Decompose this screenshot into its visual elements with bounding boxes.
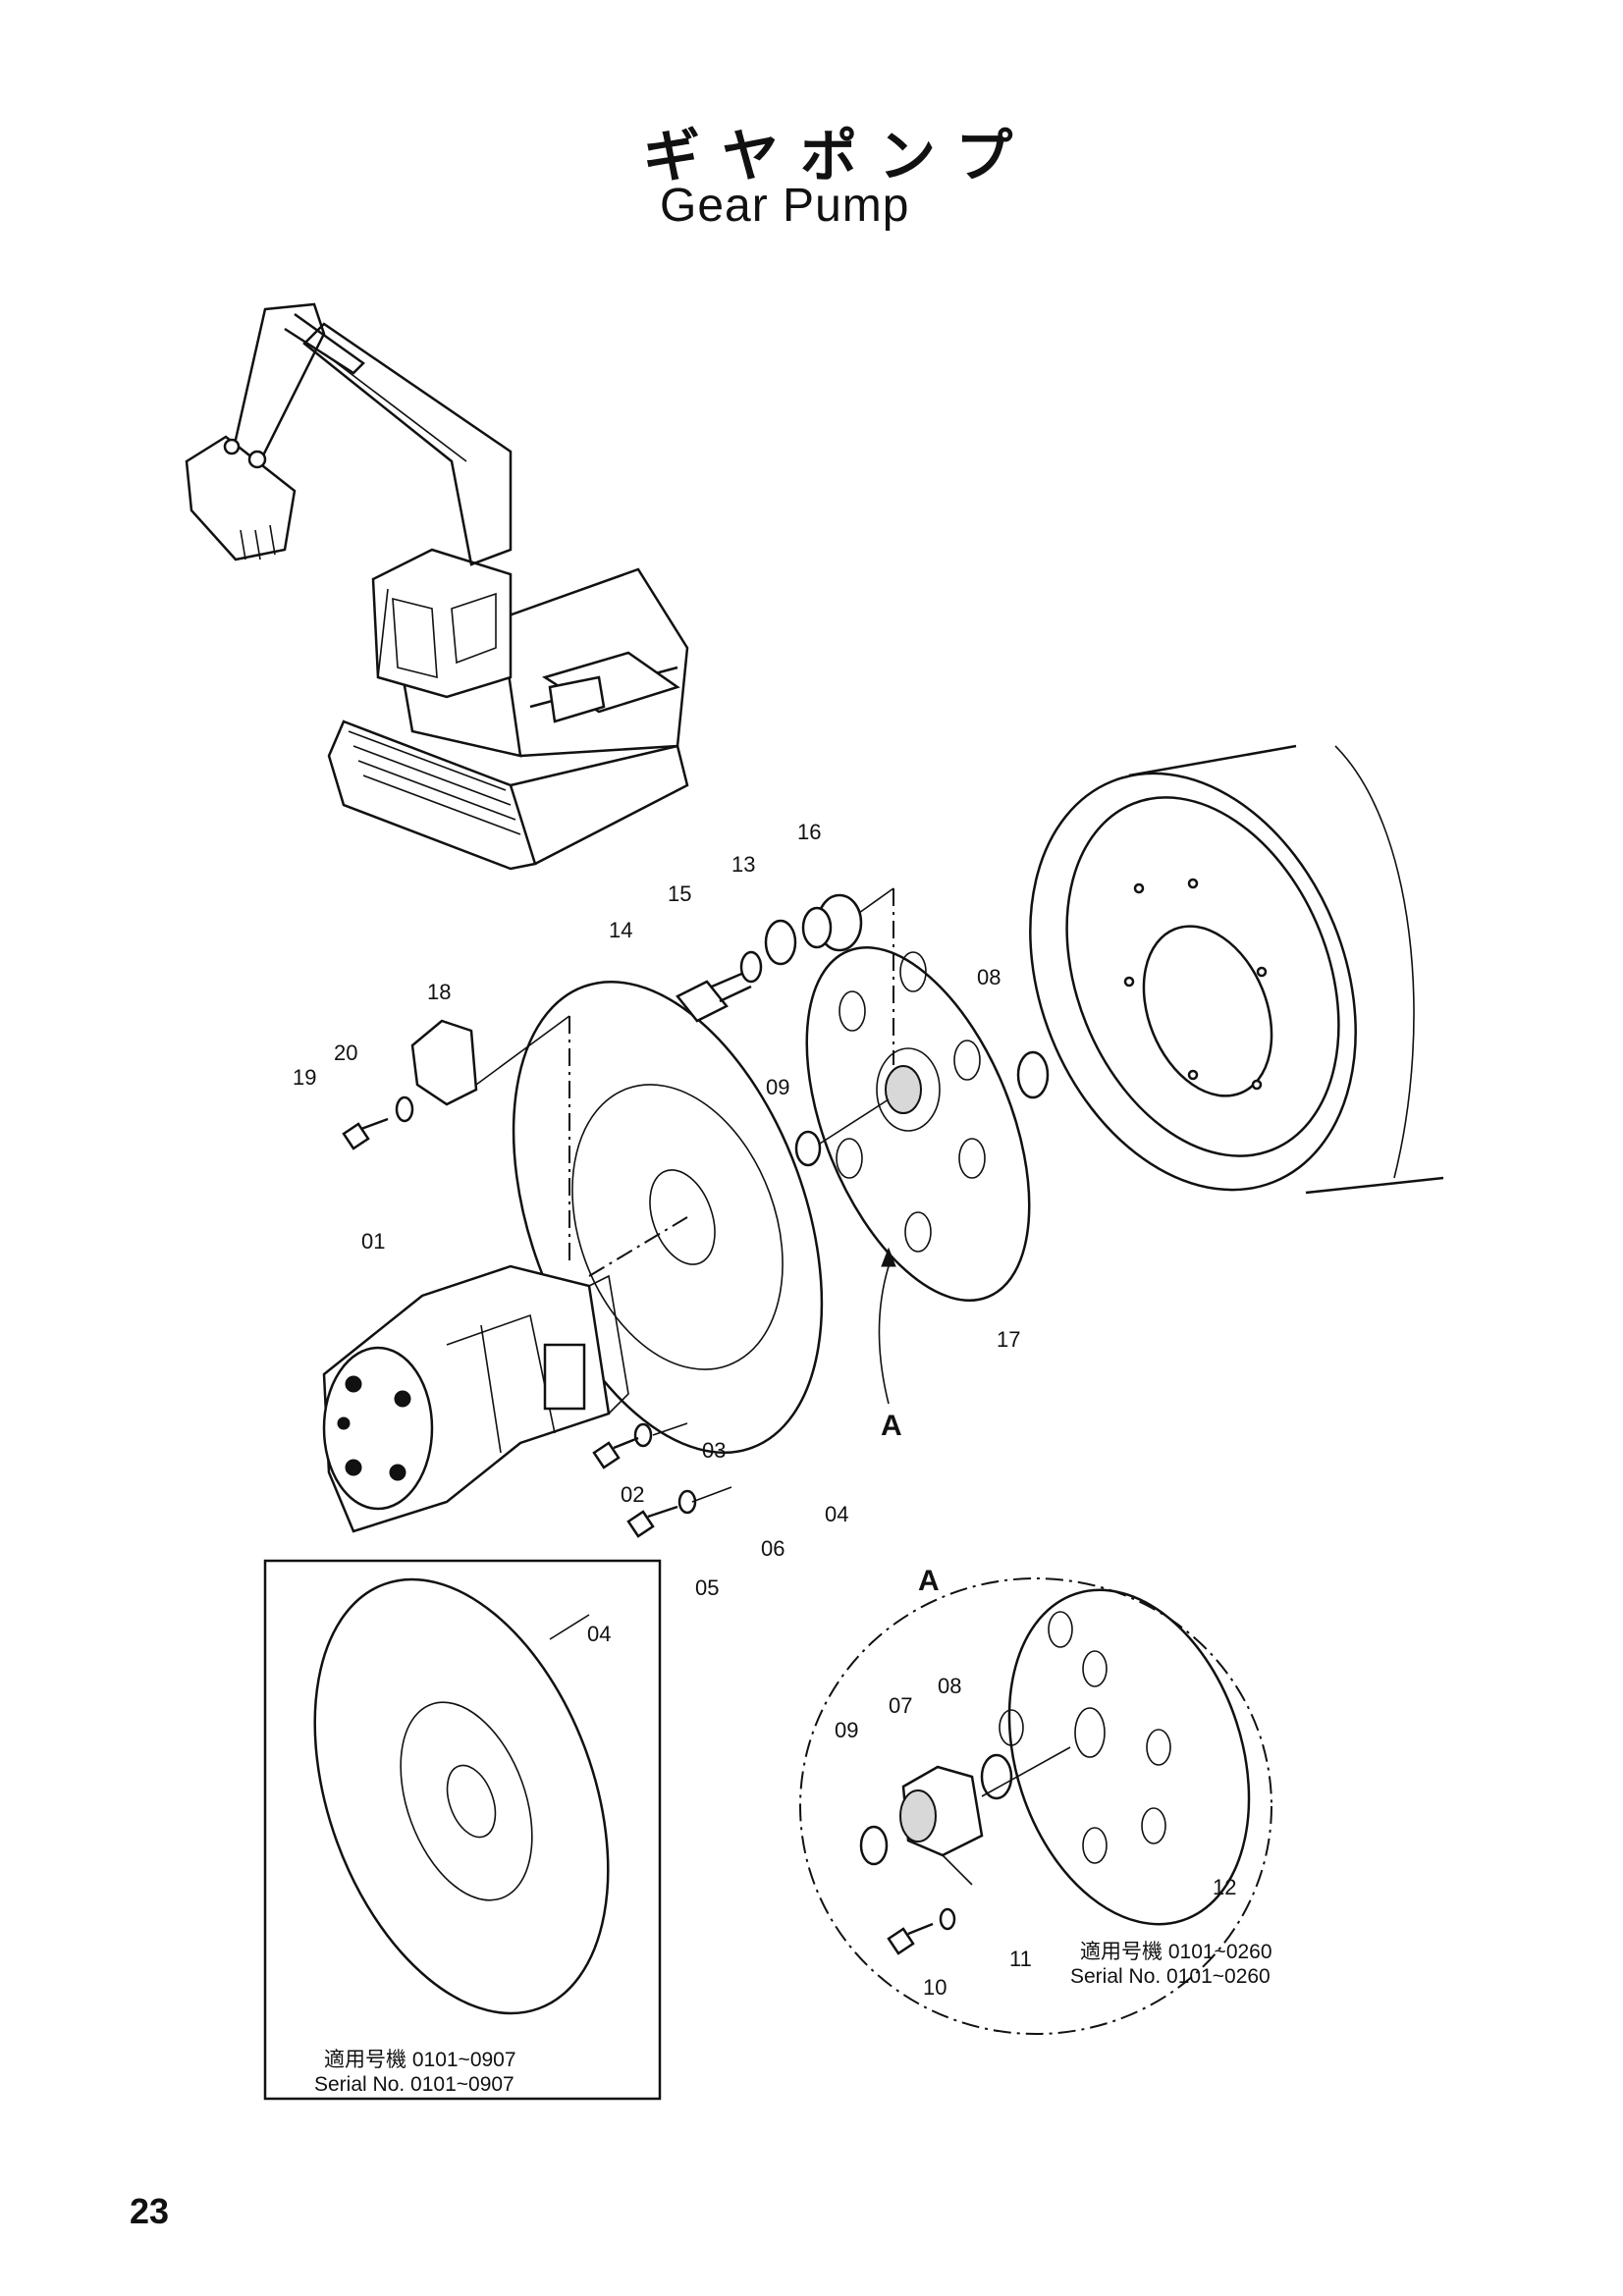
inset-left: 04 適用号機 0101~0907 Serial No. 0101~0907 <box>263 1559 662 2101</box>
callout-14: 14 <box>609 918 632 942</box>
hardware-parts <box>342 893 1050 1538</box>
callout-20: 20 <box>334 1041 357 1065</box>
page-number: 23 <box>130 2191 170 2231</box>
inset-left-serial-jp: 適用号機 0101~0907 <box>324 2049 516 2071</box>
callout-03: 03 <box>702 1438 726 1463</box>
callout-18: 18 <box>427 980 451 1004</box>
callout-06: 06 <box>761 1536 784 1561</box>
gear-pump-01 <box>322 1264 629 1533</box>
callout-17: 17 <box>997 1327 1020 1352</box>
callout-view-a: A <box>881 1410 902 1442</box>
coupling-plate-17 <box>805 946 1031 1302</box>
callout-04-main: 04 <box>825 1502 848 1526</box>
detail-callout-10: 10 <box>923 1975 947 2000</box>
inset-right-serial-en: Serial No. 0101~0260 <box>1070 1965 1271 1988</box>
callout-19: 19 <box>293 1065 316 1090</box>
detail-callout-07: 07 <box>889 1693 912 1718</box>
detail-callout-08: 08 <box>938 1674 961 1698</box>
page-title-japanese: ギヤポンプ <box>643 123 1035 189</box>
callout-01: 01 <box>361 1229 385 1254</box>
callout-05: 05 <box>695 1575 719 1600</box>
page-title-english: Gear Pump <box>660 180 910 232</box>
adapter-plate-04 <box>512 980 824 1455</box>
excavator-illustration <box>185 302 689 871</box>
detail-callout-12: 12 <box>1213 1875 1236 1899</box>
inset-left-serial-en: Serial No. 0101~0907 <box>314 2073 514 2096</box>
callout-15: 15 <box>668 881 691 906</box>
callout-16: 16 <box>797 820 821 844</box>
callout-02: 02 <box>621 1482 644 1507</box>
inset-right-view-a: A 07 08 09 12 11 10 適用号機 0101~0260 Seria… <box>799 1565 1272 2035</box>
inset-right-serial-jp: 適用号機 0101~0260 <box>1080 1941 1272 1963</box>
callout-09-main: 09 <box>766 1075 789 1099</box>
leader-lines <box>475 887 896 1503</box>
callout-08-main: 08 <box>977 965 1001 989</box>
inset-left-callout-04: 04 <box>587 1622 611 1646</box>
callout-labels: 16 13 15 14 18 20 19 08 09 01 17 A 03 02… <box>293 820 1020 1600</box>
detail-callout-11: 11 <box>1009 1947 1032 1971</box>
flywheel-housing <box>1029 744 1444 1195</box>
detail-callout-09: 09 <box>835 1718 858 1742</box>
detail-view-label-a: A <box>918 1565 940 1597</box>
callout-13: 13 <box>731 852 755 877</box>
